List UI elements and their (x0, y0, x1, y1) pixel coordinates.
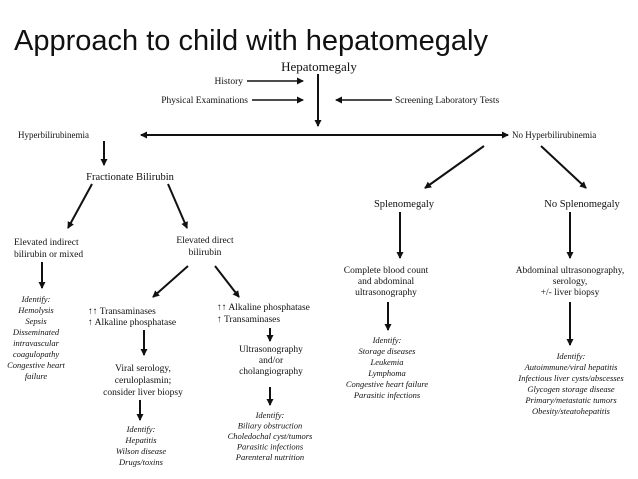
identify-hepatitis-tumor-list-line: Identify: (556, 351, 586, 361)
identify-biliary-list-line: Choledochal cyst/tumors (228, 431, 313, 441)
node-splenomegaly: Splenomegaly (374, 199, 435, 210)
identify-biliary-list-line: Biliary obstruction (238, 421, 302, 431)
arrow-to-indirect (67, 183, 93, 229)
arrow-to-splenomegaly (424, 145, 485, 189)
identify-hemolysis-list-line: Identify: (21, 294, 51, 304)
input-history: History (215, 77, 244, 87)
node-elevated-direct-line: Elevated direct (176, 236, 234, 246)
node-viral-serology-line: consider liver biopsy (103, 388, 183, 398)
identify-hepatitis-tumor-list-line: Glycogen storage disease (527, 384, 615, 394)
input-physical-examinations: Physical Examinations (161, 96, 248, 106)
identify-storage-list-line: Storage diseases (359, 346, 417, 356)
node-transaminases-up-line: ↑↑ Transaminases (88, 307, 156, 317)
identify-hemolysis-list-line: Hemolysis (17, 305, 54, 315)
identify-storage-list-line: Leukemia (369, 357, 403, 367)
node-cbc-ultrasonography-line: Complete blood count (344, 266, 429, 276)
node-hyperbilirubinemia: Hyperbilirubinemia (18, 130, 89, 140)
node-hepatomegaly: Hepatomegaly (281, 59, 357, 74)
node-elevated-indirect: Elevated indirect bilirubin or mixed (14, 238, 83, 260)
arrow-to-trans (152, 265, 189, 298)
node-no-splenomegaly: No Splenomegaly (544, 199, 620, 210)
identify-hepatitis-tumor-list: Identify:Autoimmune/viral hepatitisInfec… (517, 351, 624, 416)
identify-hepatitis-list-line: Wilson disease (116, 446, 167, 456)
node-cbc-ultrasonography-line: and abdominal (358, 277, 415, 287)
node-cbc-ultrasonography-line: ultrasonography (355, 288, 417, 298)
arrow-to-no-splenomegaly (540, 145, 587, 189)
node-transaminases-up-line: ↑ Alkaline phosphatase (88, 318, 176, 328)
identify-hemolysis-list-line: Sepsis (25, 316, 47, 326)
node-abdominal-ultrasonography-line: serology, (553, 277, 587, 287)
identify-storage-list-line: Identify: (372, 335, 402, 345)
node-elevated-direct: Elevated direct bilirubin (176, 236, 234, 258)
identify-storage-list: Identify:Storage diseasesLeukemiaLymphom… (346, 335, 429, 400)
identify-hepatitis-tumor-list-line: Obesity/steatohepatitis (532, 406, 611, 416)
node-abdominal-ultrasonography-line: Abdominal ultrasonography, (516, 266, 625, 276)
identify-hepatitis-list-line: Identify: (126, 424, 156, 434)
node-alkaline-phosphatase-up-line: ↑↑ Alkaline phosphatase (217, 303, 310, 313)
node-alkaline-phosphatase-up-line: ↑ Transaminases (217, 315, 280, 325)
node-abdominal-ultrasonography-line: +/- liver biopsy (541, 288, 600, 298)
identify-storage-list-line: Parasitic infections (353, 390, 421, 400)
identify-hemolysis-list-line: coagulopathy (13, 349, 59, 359)
node-viral-serology-line: Viral serology, (115, 364, 171, 374)
node-ultrasonography-cholangiography-line: Ultrasonography (239, 345, 303, 355)
identify-biliary-list: Identify:Biliary obstructionCholedochal … (228, 410, 313, 462)
identify-hepatitis-tumor-list-line: Infectious liver cysts/abscesses (517, 373, 624, 383)
identify-hepatitis-tumor-list-line: Primary/metastatic tumors (524, 395, 617, 405)
node-abdominal-ultrasonography: Abdominal ultrasonography,serology,+/- l… (516, 266, 625, 298)
slide-title: Approach to child with hepatomegaly (14, 25, 488, 57)
arrow-to-direct (167, 183, 188, 229)
node-elevated-indirect-line: Elevated indirect (14, 238, 79, 248)
node-viral-serology: Viral serology, ceruloplasmin; consider li… (103, 364, 183, 398)
identify-hemolysis-list-line: Congestive heart (7, 360, 65, 370)
arrow-to-alk (214, 265, 240, 298)
node-ultrasonography-cholangiography-line: cholangiography (239, 367, 303, 377)
identify-storage-list-line: Congestive heart failure (346, 379, 429, 389)
identify-hepatitis-list-line: Drugs/toxins (118, 457, 164, 467)
flow-arrows (38, 74, 587, 421)
identify-hemolysis-list-line: Disseminated (12, 327, 60, 337)
node-alkaline-phosphatase-up: ↑↑ Alkaline phosphatase ↑ Transaminases (217, 303, 310, 325)
node-elevated-indirect-line: bilirubin or mixed (14, 250, 83, 260)
identify-storage-list-line: Lymphoma (367, 368, 406, 378)
node-ultrasonography-cholangiography-line: and/or (259, 356, 284, 366)
node-fractionate-bilirubin: Fractionate Bilirubin (86, 172, 175, 183)
identify-hemolysis-list-line: failure (25, 371, 48, 381)
node-elevated-direct-line: bilirubin (189, 248, 222, 258)
node-no-hyperbilirubinemia: No Hyperbilirubinemia (512, 130, 596, 140)
identify-biliary-list-line: Identify: (255, 410, 285, 420)
identify-hemolysis-list: Identify:HemolysisSepsisDisseminatedintr… (7, 294, 65, 381)
input-screening-tests: Screening Laboratory Tests (395, 96, 499, 106)
node-transaminases-up: ↑↑ Transaminases↑ Alkaline phosphatase (88, 307, 176, 328)
identify-hepatitis-tumor-list-line: Autoimmune/viral hepatitis (524, 362, 618, 372)
identify-biliary-list-line: Parenteral nutrition (235, 452, 304, 462)
identify-hepatitis-list-line: Hepatitis (124, 435, 157, 445)
identify-hemolysis-list-line: intravascular (13, 338, 59, 348)
identify-biliary-list-line: Parasitic infections (236, 442, 304, 452)
node-viral-serology-line: ceruloplasmin; (115, 376, 171, 386)
